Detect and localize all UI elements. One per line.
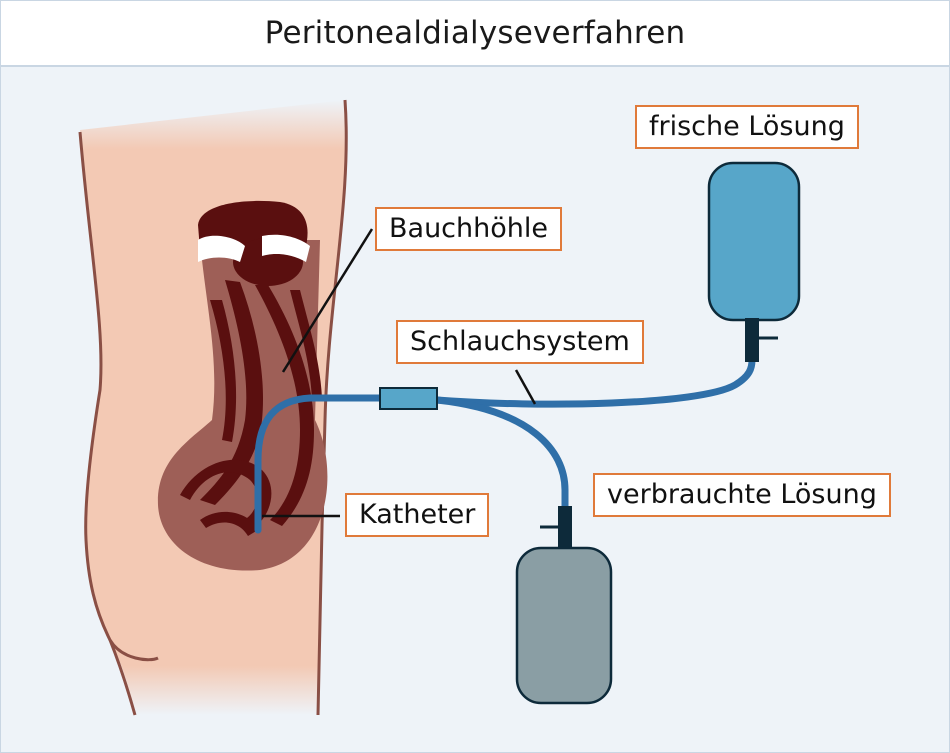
intestine-loop-4 (210, 300, 237, 442)
back-outline (316, 99, 348, 716)
used-solution-bag (515, 506, 613, 705)
diaphragm-right (262, 234, 310, 262)
figure-title: Peritonealdialyseverfahren (264, 15, 686, 51)
catheter-label: Katheter (345, 493, 490, 537)
intestine-loop-5 (180, 459, 272, 530)
abdominal-cavity-leader (281, 228, 374, 373)
used-solution-label: verbrauchte Lösung (593, 473, 891, 517)
tubing-system-leader (514, 369, 537, 405)
intestine-loop-3 (290, 290, 322, 400)
diaphragm (198, 234, 310, 262)
tube-connector (379, 387, 438, 410)
fresh-bag-body (707, 161, 801, 322)
fresh-tube (433, 356, 756, 408)
fresh-solution-bag (707, 161, 801, 362)
title-bar: Peritonealdialyseverfahren (1, 1, 949, 67)
used-bag-body (515, 546, 613, 705)
tubing-system-label: Schlauchsystem (396, 320, 644, 364)
fresh-bag-port (745, 318, 759, 362)
intestine-loop-2 (255, 285, 314, 526)
leader-lines (262, 228, 537, 518)
used-bag-port (558, 506, 572, 552)
leg-outline (108, 639, 137, 716)
intestine-loop-1 (200, 280, 264, 505)
drain-tube (433, 396, 569, 512)
fresh-solution-label: frische Lösung (635, 105, 859, 149)
catheter-tube (254, 394, 386, 534)
diaphragm-left (198, 235, 245, 262)
intestine-loop-6 (200, 511, 258, 536)
abdominal-cavity-label: Bauchhöhle (375, 207, 562, 251)
tubing-system (254, 356, 756, 534)
